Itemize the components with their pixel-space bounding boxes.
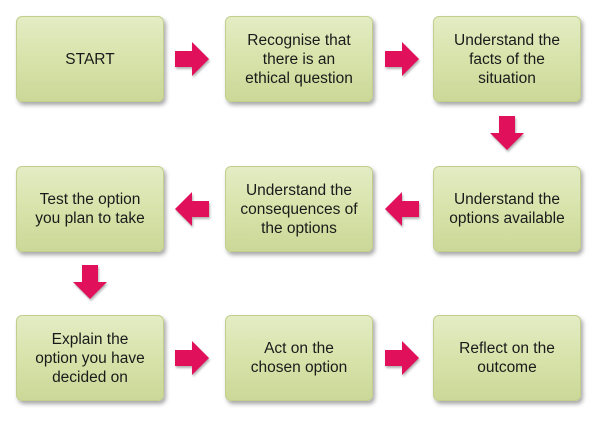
step-reflect-outcome: Reflect on the outcome (433, 315, 581, 401)
step-start-label: START (65, 50, 115, 68)
step-understand-options: Understand the options available (433, 166, 581, 252)
step-understand-consequences-label: Understand the consequences of the optio… (240, 181, 358, 237)
step-start: START (16, 16, 164, 102)
step-test-option: Test the option you plan to take (16, 166, 164, 252)
arrow-left-icon (385, 192, 419, 226)
step-understand-facts-label: Understand the facts of the situation (454, 31, 560, 87)
arrow-right-icon (385, 42, 419, 76)
step-test-option-label: Test the option you plan to take (35, 191, 145, 227)
arrow-down-icon (73, 265, 107, 299)
arrow-left-icon (175, 192, 209, 226)
arrow-right-icon (175, 341, 209, 375)
step-act-on-option-label: Act on the chosen option (250, 340, 348, 376)
step-understand-consequences: Understand the consequences of the optio… (225, 166, 373, 252)
arrow-right-icon (175, 42, 209, 76)
arrow-right-icon (385, 341, 419, 375)
step-explain-option-label: Explain the option you have decided on (35, 330, 145, 386)
step-explain-option: Explain the option you have decided on (16, 315, 164, 401)
step-recognise-question: Recognise that there is an ethical quest… (225, 16, 373, 102)
arrow-down-icon (490, 116, 524, 150)
step-understand-options-label: Understand the options available (449, 191, 565, 227)
step-understand-facts: Understand the facts of the situation (433, 16, 581, 102)
step-recognise-question-label: Recognise that there is an ethical quest… (245, 31, 353, 87)
step-reflect-outcome-label: Reflect on the outcome (459, 340, 555, 376)
step-act-on-option: Act on the chosen option (225, 315, 373, 401)
